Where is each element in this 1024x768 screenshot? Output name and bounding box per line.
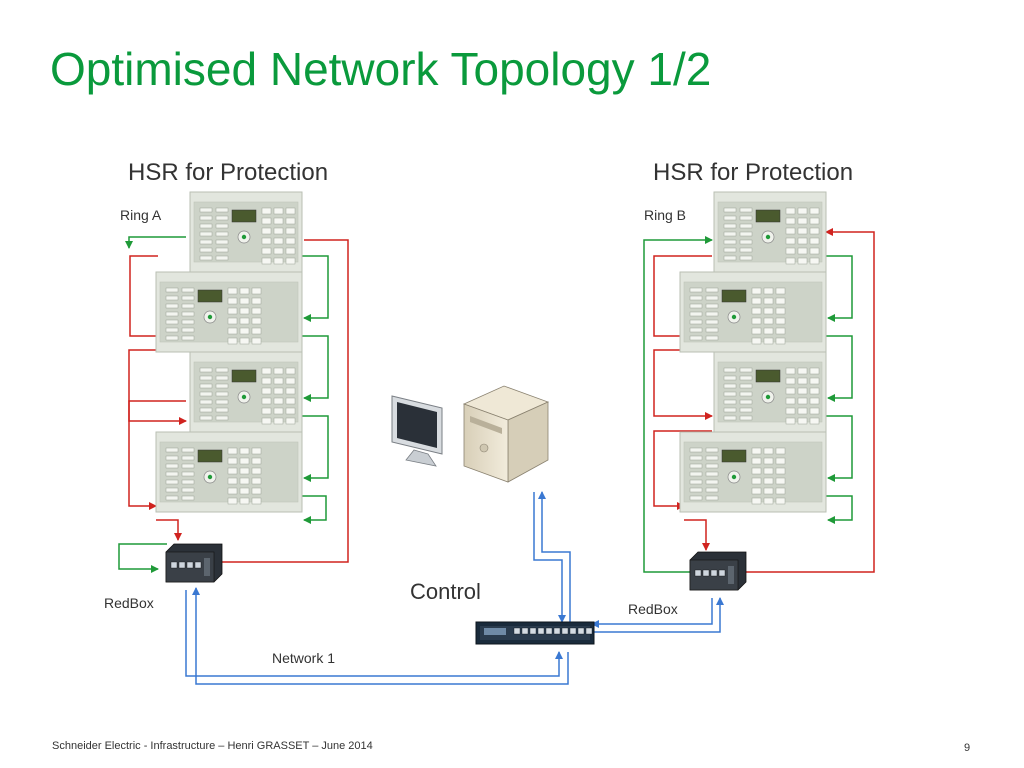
ring-b-relay-4 bbox=[679, 431, 827, 513]
page-number: 9 bbox=[964, 742, 971, 754]
devices-layer bbox=[155, 191, 827, 645]
ring-a-green-link bbox=[118, 543, 167, 573]
control-server-return bbox=[538, 491, 571, 622]
ring-b-relay-1 bbox=[713, 191, 827, 273]
ring-links bbox=[118, 228, 875, 685]
ring-b-green-link-r3 bbox=[826, 415, 853, 482]
control-server-link bbox=[533, 492, 566, 623]
ring-b-relay-2 bbox=[679, 271, 827, 353]
control-label: Control bbox=[410, 579, 481, 604]
hsr-right-label: HSR for Protection bbox=[653, 159, 854, 186]
ring-a-green-link-r4 bbox=[301, 495, 327, 524]
redbox-right-label: RedBox bbox=[628, 601, 678, 617]
network-1-left-link bbox=[185, 590, 563, 677]
ring-a-green-link-r3 bbox=[301, 415, 329, 482]
redbox-left bbox=[165, 543, 223, 583]
network-1-left-return bbox=[192, 587, 569, 685]
ring-a-label: Ring A bbox=[120, 207, 162, 223]
footer-text: Schneider Electric - Infrastructure – He… bbox=[52, 740, 373, 752]
ring-a-red-link-4 bbox=[156, 519, 182, 541]
ring-a-red-link-2 bbox=[128, 349, 187, 425]
ring-a-green-link-r2 bbox=[301, 335, 329, 402]
ring-a-relay-3 bbox=[189, 351, 303, 433]
ring-b-red-link-right bbox=[742, 228, 875, 573]
ring-a-relay-2 bbox=[155, 271, 303, 353]
ring-b-green-link-r4 bbox=[826, 495, 853, 524]
ring-a-red-link-3 bbox=[128, 400, 186, 510]
network-1-right-return bbox=[591, 598, 713, 628]
ring-a-relay-4 bbox=[155, 431, 303, 513]
ring-a-green-link-r1 bbox=[301, 255, 329, 322]
ring-b-label: Ring B bbox=[644, 207, 687, 223]
control-switch bbox=[475, 621, 595, 645]
ring-b-red-link-3 bbox=[653, 430, 712, 510]
ring-a-relay-1 bbox=[189, 191, 303, 273]
ring-b-relay-3 bbox=[713, 351, 827, 433]
ring-b-red-link-4 bbox=[684, 519, 710, 551]
redbox-left-label: RedBox bbox=[104, 595, 154, 611]
ring-b-green-link bbox=[643, 236, 713, 573]
ring-b-red-link-2 bbox=[653, 349, 713, 420]
slide-title: Optimised Network Topology 1/2 bbox=[50, 43, 712, 95]
ring-b-green-link-r1 bbox=[826, 255, 853, 322]
ring-a-green-link-top bbox=[125, 236, 186, 249]
network-1-right-link bbox=[592, 597, 724, 633]
network-1-label: Network 1 bbox=[272, 650, 336, 666]
control-monitor bbox=[391, 395, 443, 467]
redbox-right bbox=[689, 551, 747, 591]
ring-b-green-link-r2 bbox=[826, 335, 853, 402]
hsr-left-label: HSR for Protection bbox=[128, 159, 329, 186]
ring-a-red-link-right bbox=[209, 239, 349, 566]
control-server bbox=[462, 385, 550, 483]
